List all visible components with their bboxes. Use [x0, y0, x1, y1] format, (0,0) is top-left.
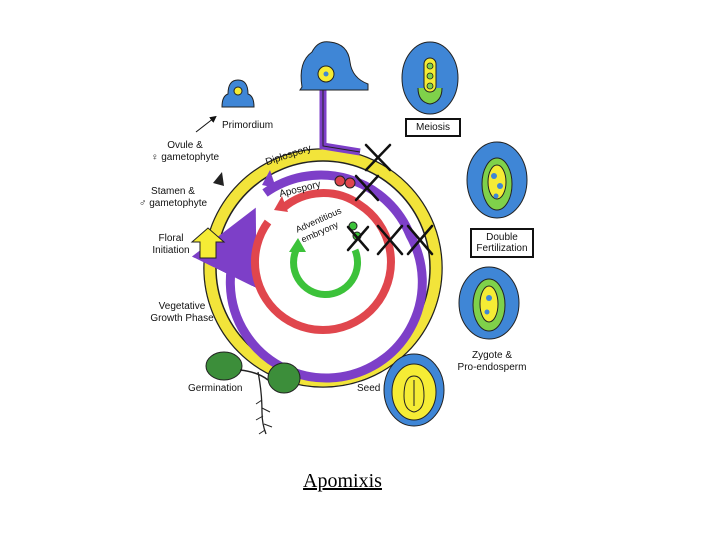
ovule-top-icon: [299, 41, 369, 91]
primordium-icon: [221, 79, 255, 108]
primordium-label: Primordium: [222, 120, 274, 131]
double-fertilization-ovule-icon: [466, 141, 528, 219]
primordium-arrow: [195, 115, 217, 133]
meiosis-box: Meiosis: [405, 118, 461, 137]
outer-life-cycle-ring: [203, 148, 443, 388]
seedling-icon: [205, 351, 301, 435]
stamen-label-1: Stamen &: [151, 186, 195, 197]
double-fertilization-label-2: Fertilization: [476, 243, 528, 254]
vegetative-label-1: Vegetative: [158, 301, 206, 312]
caption-title: Apomixis: [303, 470, 382, 492]
floral-label-1: Floral: [158, 233, 184, 244]
germination-label: Germination: [188, 383, 243, 394]
meiosis-label: Meiosis: [416, 122, 450, 133]
block-x-marks: [346, 143, 434, 256]
vegetative-label-2: Growth Phase: [150, 313, 214, 324]
seed-icon: [383, 353, 445, 427]
floral-initiation-arrow: [190, 227, 226, 259]
seed-label: Seed: [357, 383, 381, 394]
meiosis-ovule-icon: [401, 41, 459, 115]
zygote-label-2: Pro-endosperm: [457, 362, 527, 373]
double-fertilization-label-1: Double: [486, 232, 518, 243]
apospory-arc: [251, 189, 395, 335]
apospory-arrow-head: [274, 196, 288, 212]
double-fertilization-box: Double Fertilization: [470, 228, 534, 258]
apospory-cells: [334, 175, 356, 189]
floral-label-2: Initiation: [152, 245, 190, 256]
diplospory-stem: [319, 85, 361, 156]
ovule-label-2: ♀ gametophyte: [150, 152, 220, 163]
adventitious-arrow-head: [289, 238, 306, 252]
adventitious-arc: [290, 246, 362, 298]
diplospory-arrow-head: [262, 170, 276, 188]
zygote-ovule-icon: [458, 266, 520, 340]
ovule-label-1: Ovule &: [167, 140, 203, 151]
ring-arrow-left: [213, 172, 224, 186]
zygote-label-1: Zygote &: [471, 350, 513, 361]
stamen-label-2: ♂ gametophyte: [138, 198, 208, 209]
